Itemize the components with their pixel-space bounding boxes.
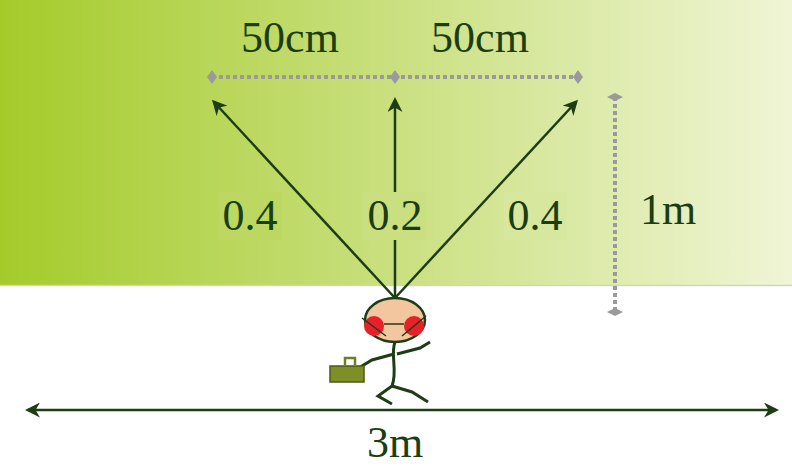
label-holder: 1m [636, 186, 700, 234]
probability-label: 0.2 [364, 192, 427, 240]
move-arrows [214, 100, 576, 298]
briefcase [330, 366, 364, 382]
robot-leg [378, 386, 392, 404]
dimension-label: 50cm [237, 14, 343, 62]
label-holder: 0.2 [364, 192, 427, 240]
dimension-tick [607, 308, 623, 316]
dimension-tick [573, 70, 583, 84]
briefcase-handle [345, 358, 355, 365]
robot-arm [397, 342, 430, 354]
label-holder: 50cm [427, 14, 533, 62]
label-holder: 0.4 [504, 192, 567, 240]
probability-label: 0.4 [504, 192, 567, 240]
robot-leg [392, 386, 428, 402]
dimension-tick [390, 70, 400, 84]
dimension-tick [607, 93, 623, 101]
dimension-ticks [207, 70, 583, 84]
dimension-label: 3m [363, 419, 427, 467]
dimension-label: 1m [636, 186, 700, 234]
width-arrow [28, 409, 776, 412]
probability-label: 0.4 [219, 192, 282, 240]
dimension-tick [207, 70, 217, 84]
robot-figure [330, 298, 430, 404]
robot-head [365, 298, 425, 342]
robot-body [392, 342, 395, 386]
label-holder: 3m [363, 419, 427, 467]
label-holder: 0.4 [219, 192, 282, 240]
robot-glasses [362, 316, 426, 336]
dimension-label: 50cm [427, 14, 533, 62]
label-holder: 50cm [237, 14, 343, 62]
dimension-line [613, 97, 617, 312]
